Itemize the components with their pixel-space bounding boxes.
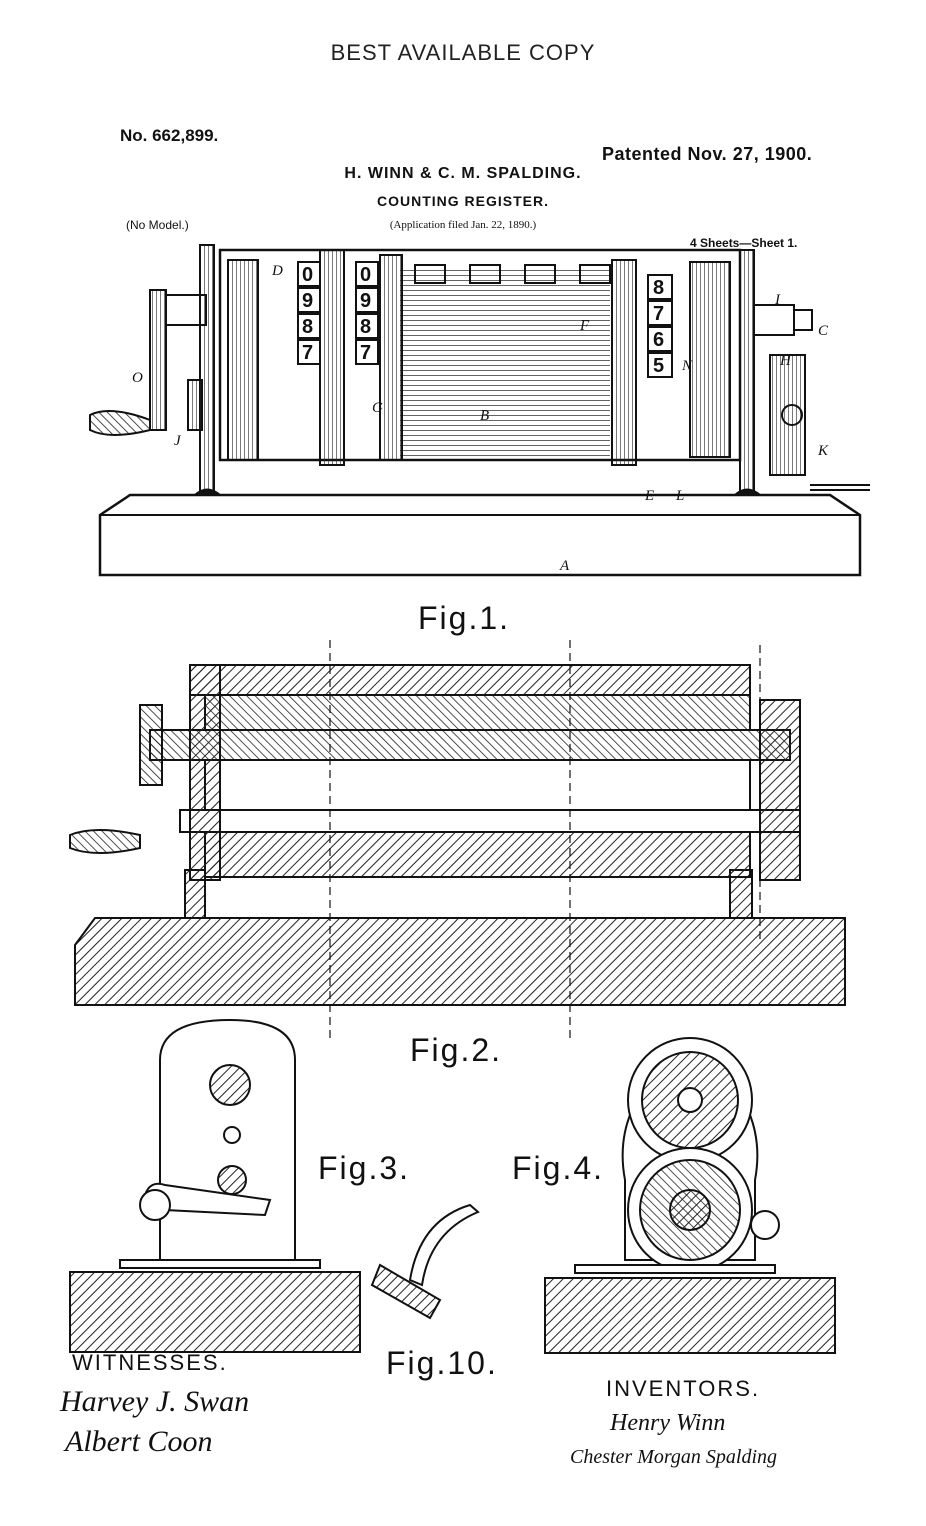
counter-right-digit: 5 — [653, 355, 664, 377]
svg-text:J: J — [174, 433, 182, 449]
svg-text:C: C — [818, 323, 829, 339]
counter-left-digit: 9 — [302, 290, 313, 312]
fig1-reference-letters: A B C O J K L E N I H G F D — [132, 263, 829, 574]
counter-mid-digit: 0 — [360, 264, 371, 286]
svg-text:L: L — [675, 488, 684, 504]
application-date: (Application filed Jan. 22, 1890.) — [389, 219, 537, 231]
svg-text:D: D — [271, 263, 283, 279]
witness-signature-2: Albert Coon — [65, 1425, 213, 1458]
counter-right-digit: 6 — [653, 329, 664, 351]
svg-text:G: G — [372, 400, 383, 416]
patent-date: Patented Nov. 27, 1900. — [602, 144, 813, 164]
counter-mid-digit: 8 — [360, 316, 371, 338]
inventors-label: INVENTORS. — [606, 1376, 761, 1401]
fig2-drawing — [69, 640, 846, 1040]
inventors-title: H. WINN & C. M. SPALDING. — [344, 165, 582, 182]
witnesses-label: WITNESSES. — [72, 1350, 228, 1375]
fig1-label: Fig.1. — [418, 600, 511, 636]
patent-number: No. 662,899. — [120, 126, 219, 145]
no-model-note: (No Model.) — [126, 218, 189, 232]
svg-text:N: N — [681, 358, 693, 374]
patent-title: COUNTING REGISTER. — [376, 193, 549, 209]
best-available-copy-stamp: BEST AVAILABLE COPY — [330, 40, 596, 65]
fig3-label: Fig.3. — [318, 1150, 411, 1186]
fig3-drawing — [69, 1018, 361, 1353]
sheet-count: 4 Sheets—Sheet 1. — [690, 236, 798, 250]
svg-text:B: B — [480, 408, 489, 424]
fig1-counter-wheels: 0 9 8 7 0 9 8 7 8 7 6 5 — [297, 261, 673, 378]
svg-text:A: A — [559, 558, 570, 574]
fig10-drawing — [370, 1203, 480, 1320]
svg-text:I: I — [774, 292, 781, 308]
counter-mid-digit: 9 — [360, 290, 371, 312]
svg-text:O: O — [132, 370, 143, 386]
counter-mid-digit: 7 — [360, 342, 371, 364]
svg-text:K: K — [817, 443, 829, 459]
fig4-label: Fig.4. — [512, 1150, 605, 1186]
svg-text:H: H — [779, 353, 792, 369]
counter-right-digit: 8 — [653, 277, 664, 299]
fig2-label: Fig.2. — [410, 1032, 503, 1068]
counter-left-digit: 8 — [302, 316, 313, 338]
counter-right-digit: 7 — [653, 303, 664, 325]
svg-text:F: F — [579, 318, 590, 334]
fig4-drawing — [544, 1037, 836, 1354]
counter-left-digit: 7 — [302, 342, 313, 364]
witness-signature-1: Harvey J. Swan — [60, 1385, 250, 1418]
counter-left-digit: 0 — [302, 264, 313, 286]
fig10-label: Fig.10. — [386, 1345, 498, 1381]
svg-text:E: E — [644, 488, 654, 504]
inventor-signature-2: Chester Morgan Spalding — [570, 1446, 778, 1468]
inventor-signature-1: Henry Winn — [610, 1410, 726, 1436]
